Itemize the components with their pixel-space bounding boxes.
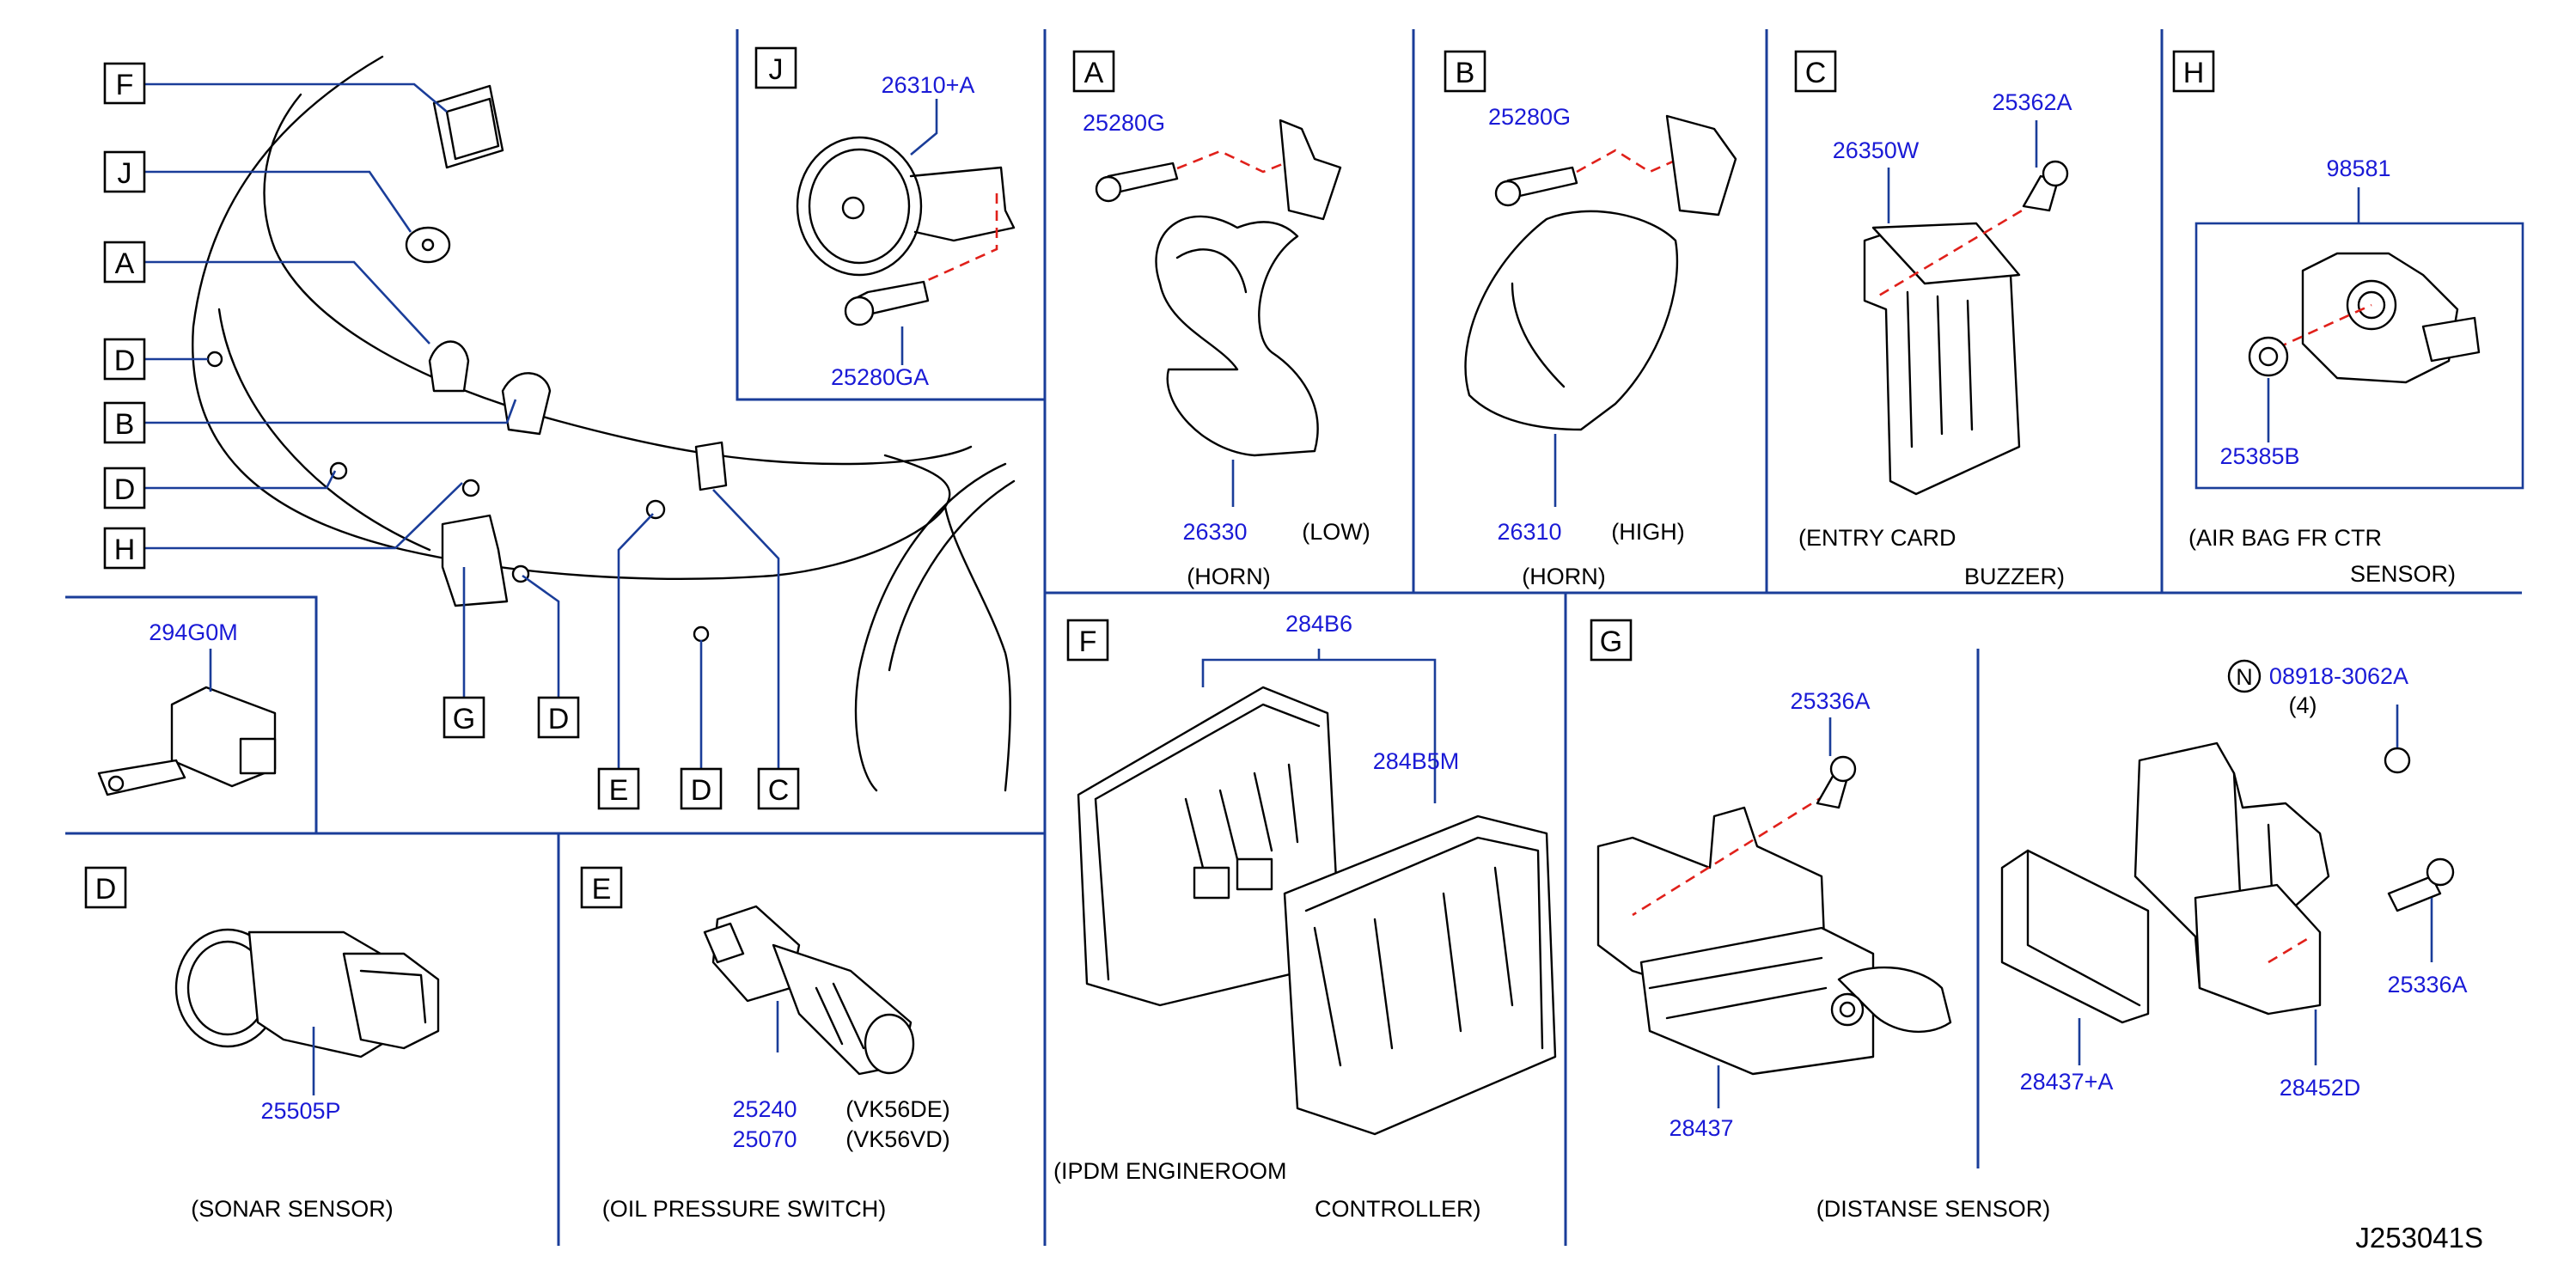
part-number-26330: 26330 xyxy=(1182,519,1247,545)
panel-j-letter-box xyxy=(754,46,797,89)
svg-text:B: B xyxy=(115,408,135,441)
part-number-25070: 25070 xyxy=(732,1126,797,1152)
svg-text:E: E xyxy=(609,774,629,807)
part-number-25336a-g2: 25336A xyxy=(2387,972,2467,997)
part-number-26350w: 26350W xyxy=(1833,137,1920,163)
callout-d-2: D xyxy=(103,467,146,509)
part-number-28452d: 28452D xyxy=(2280,1075,2361,1101)
part-number-25240: 25240 xyxy=(732,1096,797,1122)
panel-a-letter: A xyxy=(1084,57,1104,89)
nut-marker: N xyxy=(2236,664,2253,690)
svg-text:D: D xyxy=(691,774,712,807)
panel-h: H 98581 25385B (AIR BAG FR CTR SENSOR) xyxy=(2172,50,2524,587)
svg-text:G: G xyxy=(453,703,475,735)
panel-j-letter: J xyxy=(769,53,784,86)
callout-e: E xyxy=(597,767,640,810)
svg-text:J: J xyxy=(118,157,132,190)
part-number-28437: 28437 xyxy=(1669,1115,1733,1141)
part-number-26310a: 26310+A xyxy=(882,72,975,98)
part-number-25336a-g1: 25336A xyxy=(1790,688,1870,714)
part-number-25280g-b: 25280G xyxy=(1488,104,1571,130)
panel-d: D 25505P (SONAR SENSOR) xyxy=(84,866,440,1222)
callout-f: F xyxy=(103,62,146,105)
sonar-sensor-caption: (SONAR SENSOR) xyxy=(191,1196,394,1222)
part-number-25505p: 25505P xyxy=(260,1098,340,1124)
callout-d-1: D xyxy=(103,338,146,381)
air-bag-caption-line1: (AIR BAG FR CTR xyxy=(2188,525,2382,551)
panel-d-letter: D xyxy=(95,873,117,906)
horn-caption-b: (HORN) xyxy=(1522,564,1605,589)
callout-d-4: D xyxy=(680,767,723,810)
panel-e-letter: E xyxy=(592,873,612,906)
overview-callouts: F J A D B D H G D E D C xyxy=(103,62,800,810)
callout-d-3: D xyxy=(537,696,580,739)
part-number-25385b: 25385B xyxy=(2219,443,2299,469)
svg-text:H: H xyxy=(114,534,136,566)
diagram-reference-id: J253041S xyxy=(2355,1222,2483,1254)
callout-h: H xyxy=(103,527,146,570)
svg-text:C: C xyxy=(768,774,790,807)
part-number-25280ga: 25280GA xyxy=(831,364,929,390)
callout-b: B xyxy=(103,401,146,444)
svg-text:D: D xyxy=(114,473,136,506)
variant-vk56de: (VK56DE) xyxy=(845,1096,950,1122)
air-bag-caption-line2: SENSOR) xyxy=(2350,561,2456,587)
part-number-28437a: 28437+A xyxy=(2020,1069,2114,1095)
part-number-294g0m: 294G0M xyxy=(149,619,238,645)
panel-a: A 25280G 26330 (LOW) (HORN) xyxy=(1072,50,1370,589)
svg-text:D: D xyxy=(548,703,570,735)
part-number-284b6: 284B6 xyxy=(1285,611,1352,637)
panel-b: B 25280G 26310 (HIGH) (HORN) xyxy=(1444,50,1737,589)
part-number-284b5m: 284B5M xyxy=(1373,748,1460,774)
panel-separators xyxy=(65,29,2522,1246)
part-number-26310: 26310 xyxy=(1497,519,1561,545)
callout-j: J xyxy=(103,150,146,193)
nut-marker-circle xyxy=(2227,659,2262,693)
panel-j: J 26310+A 25280GA xyxy=(754,46,1016,390)
part-number-25280g-a: 25280G xyxy=(1083,110,1165,136)
svg-text:F: F xyxy=(116,69,134,101)
panel-g: G 25336A 28437 N 08918-3062A (4) 25336A … xyxy=(1590,619,2468,1222)
ipdm-caption-line2: CONTROLLER) xyxy=(1315,1196,1481,1222)
oil-pressure-caption: (OIL PRESSURE SWITCH) xyxy=(602,1196,887,1222)
panel-c-letter: C xyxy=(1805,57,1827,89)
horn-caption-a: (HORN) xyxy=(1187,564,1270,589)
horn-low-label: (LOW) xyxy=(1302,519,1370,545)
panel-e: E 25240 (VK56DE) 25070 (VK56VD) (OIL PRE… xyxy=(580,866,950,1222)
distanse-sensor-caption: (DISTANSE SENSOR) xyxy=(1816,1196,2051,1222)
panel-g-letter: G xyxy=(1600,625,1622,658)
vehicle-overview xyxy=(192,55,1016,792)
nut-quantity: (4) xyxy=(2289,692,2317,718)
panel-b-letter: B xyxy=(1456,57,1475,89)
svg-text:A: A xyxy=(115,247,135,280)
callout-a: A xyxy=(103,241,146,284)
variant-vk56vd: (VK56VD) xyxy=(845,1126,950,1152)
panel-h-letter: H xyxy=(2183,57,2205,89)
panel-c: C 26350W 25362A (ENTRY CARD BUZZER) xyxy=(1794,50,2072,589)
part-number-98581: 98581 xyxy=(2326,156,2390,181)
callout-c: C xyxy=(757,767,800,810)
horn-high-label: (HIGH) xyxy=(1611,519,1684,545)
part-number-08918-3062a: 08918-3062A xyxy=(2269,663,2408,689)
panel-harness: 294G0M xyxy=(97,619,277,796)
overview-leaders xyxy=(144,82,780,786)
panel-f-letter: F xyxy=(1079,625,1097,658)
svg-text:D: D xyxy=(114,345,136,377)
ipdm-caption-line1: (IPDM ENGINEROOM xyxy=(1053,1158,1287,1184)
callout-g: G xyxy=(443,696,485,739)
panel-f: F 284B6 284B5M (IPDM ENGINEROOM CONTROLL… xyxy=(1053,611,1557,1222)
entry-card-caption-line2: BUZZER) xyxy=(1964,564,2065,589)
part-number-25362a: 25362A xyxy=(1992,89,2072,115)
entry-card-caption-line1: (ENTRY CARD xyxy=(1798,525,1956,551)
